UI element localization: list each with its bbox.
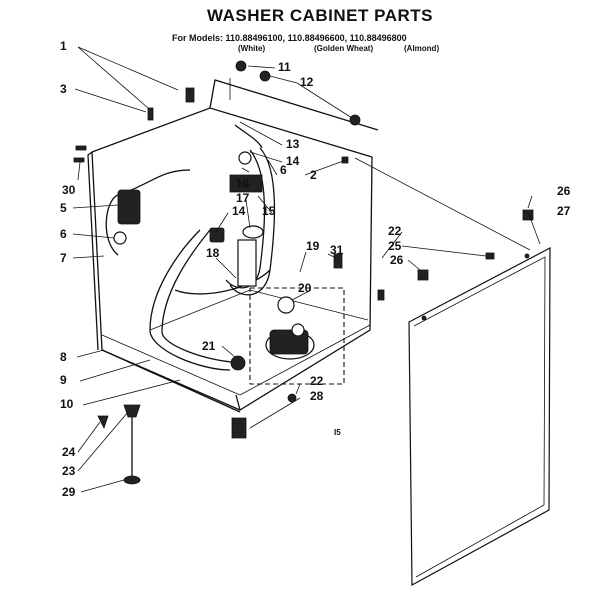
callout-8: 8 bbox=[60, 350, 67, 364]
callout-23: 23 bbox=[62, 464, 76, 478]
callout-5: 5 bbox=[60, 201, 67, 215]
callout-21: 21 bbox=[202, 339, 216, 353]
callout-31: 31 bbox=[330, 243, 344, 257]
callout-24: 24 bbox=[62, 445, 76, 459]
fill-assembly bbox=[209, 151, 264, 243]
callout-18: 18 bbox=[206, 246, 220, 260]
top-plugs bbox=[235, 60, 361, 126]
finish-almond-label: (Almond) bbox=[404, 44, 440, 53]
callout-11: 11 bbox=[278, 60, 291, 74]
callout-16: 16 bbox=[236, 176, 250, 190]
pump-assembly bbox=[265, 296, 315, 360]
callout-29: 29 bbox=[62, 485, 76, 499]
callout-14b: 14 bbox=[232, 204, 246, 218]
front-panel bbox=[408, 247, 551, 587]
leader-lines bbox=[72, 46, 541, 493]
callout-7: 7 bbox=[60, 251, 67, 265]
callout-2: 2 bbox=[310, 168, 317, 182]
callout-10: 10 bbox=[60, 397, 74, 411]
cabinet-outline bbox=[87, 78, 379, 413]
callout-6b: 6 bbox=[60, 227, 67, 241]
callout-12: 12 bbox=[300, 75, 314, 89]
callout-26: 26 bbox=[390, 253, 404, 267]
models-line: For Models: 110.88496100, 110.88496600, … bbox=[172, 33, 407, 43]
callout-17: 17 bbox=[236, 191, 250, 205]
finish-golden-label: (Golden Wheat) bbox=[314, 44, 374, 53]
callout-27: 27 bbox=[557, 204, 571, 218]
callout-3: 3 bbox=[60, 82, 67, 96]
leveling-legs bbox=[97, 404, 247, 485]
callout-25: 25 bbox=[388, 239, 402, 253]
callout-26b: 26 bbox=[557, 184, 571, 198]
callout-6: 6 bbox=[280, 163, 287, 177]
callout-13: 13 bbox=[286, 137, 300, 151]
callout-14: 14 bbox=[286, 154, 300, 168]
callout-30: 30 bbox=[62, 183, 76, 197]
water-valve bbox=[113, 189, 141, 245]
callout-9: 9 bbox=[60, 373, 67, 387]
callout-22: 22 bbox=[388, 224, 402, 238]
hoses bbox=[105, 124, 276, 371]
fasteners bbox=[73, 87, 534, 403]
callout-1: 1 bbox=[60, 39, 67, 53]
callout-15: 15 bbox=[262, 204, 276, 218]
callout-19: 19 bbox=[306, 239, 320, 253]
standpipe bbox=[237, 239, 257, 287]
callout-20: 20 bbox=[298, 281, 312, 295]
pump-area-outline bbox=[249, 287, 345, 385]
diagram-title: WASHER CABINET PARTS bbox=[207, 6, 433, 25]
panel-mark: I5 bbox=[334, 428, 341, 437]
panel-guide-line bbox=[354, 157, 531, 251]
callout-28: 28 bbox=[310, 389, 324, 403]
callout-22b: 22 bbox=[310, 374, 324, 388]
finish-white-label: (White) bbox=[238, 44, 266, 53]
